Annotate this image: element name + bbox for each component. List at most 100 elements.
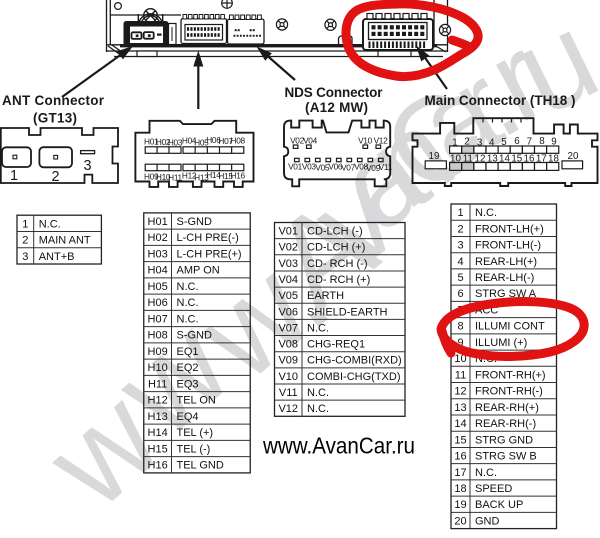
svg-text:20: 20: [568, 151, 579, 162]
svg-text:H05: H05: [148, 281, 168, 293]
svg-text:EQ1: EQ1: [177, 346, 199, 358]
svg-text:V12: V12: [278, 403, 298, 415]
svg-text:14: 14: [499, 153, 510, 164]
svg-text:ANT Connector: ANT Connector: [2, 93, 105, 108]
svg-text:COMBI-CHG(TXD): COMBI-CHG(TXD): [307, 371, 401, 383]
svg-text:ILLUMI CONT: ILLUMI CONT: [475, 321, 545, 333]
svg-text:10: 10: [454, 353, 466, 365]
svg-text:H05: H05: [194, 138, 209, 148]
svg-text:V03: V03: [278, 258, 298, 270]
svg-text:H14: H14: [148, 427, 168, 439]
svg-text:BACK UP: BACK UP: [475, 499, 523, 511]
svg-text:TEL ON: TEL ON: [177, 395, 216, 407]
svg-text:1: 1: [452, 138, 457, 149]
svg-text:18: 18: [454, 483, 466, 495]
svg-text:N.C.: N.C.: [177, 313, 199, 325]
svg-text:V07: V07: [341, 162, 356, 172]
svg-text:H06: H06: [206, 135, 221, 145]
svg-text:H04: H04: [148, 265, 168, 277]
svg-text:V08: V08: [278, 339, 298, 351]
svg-text:REAR-RH(-): REAR-RH(-): [475, 418, 536, 430]
svg-text:N.C.: N.C.: [475, 207, 497, 219]
svg-text:H01: H01: [148, 216, 168, 228]
svg-text:H08: H08: [231, 135, 246, 145]
svg-text:H03: H03: [168, 137, 183, 147]
svg-text:EQ4: EQ4: [177, 411, 199, 423]
svg-text:18: 18: [548, 153, 559, 164]
svg-text:V08: V08: [354, 162, 369, 172]
svg-text:REAR-RH(+): REAR-RH(+): [475, 402, 539, 414]
svg-text:17: 17: [454, 467, 466, 479]
svg-text:3: 3: [457, 240, 463, 252]
svg-text:FRONT-LH(-): FRONT-LH(-): [475, 240, 541, 252]
svg-text:9: 9: [551, 137, 556, 148]
svg-text:V05: V05: [278, 290, 298, 302]
svg-text:REAR-LH(-): REAR-LH(-): [475, 272, 534, 284]
svg-text:1: 1: [22, 218, 28, 230]
svg-text:19: 19: [429, 151, 440, 162]
svg-text:H15: H15: [148, 443, 168, 455]
svg-text:3: 3: [477, 138, 483, 149]
svg-text:Main Connector (TH18 ): Main Connector (TH18 ): [425, 93, 576, 108]
svg-text:H01: H01: [144, 136, 159, 146]
svg-text:2: 2: [464, 137, 469, 148]
svg-text:V09: V09: [278, 355, 298, 367]
svg-text:H02: H02: [156, 137, 171, 147]
svg-text:CD- RCH (+): CD- RCH (+): [307, 274, 370, 286]
svg-text:H12: H12: [182, 170, 197, 180]
svg-text:REAR-LH(+): REAR-LH(+): [475, 256, 537, 268]
svg-text:6: 6: [514, 136, 520, 147]
svg-text:STRG SW B: STRG SW B: [475, 451, 537, 463]
svg-text:5: 5: [501, 137, 507, 148]
svg-text:V01: V01: [278, 226, 298, 238]
svg-text:V04: V04: [278, 274, 298, 286]
svg-text:STRG GND: STRG GND: [475, 434, 533, 446]
svg-text:4: 4: [489, 138, 495, 149]
svg-text:ANT+B: ANT+B: [39, 251, 75, 263]
svg-text:MAIN ANT: MAIN ANT: [39, 235, 91, 247]
svg-text:N.C.: N.C.: [177, 297, 199, 309]
svg-text:10: 10: [450, 153, 461, 164]
svg-text:N.C.: N.C.: [307, 322, 329, 334]
svg-text:H02: H02: [148, 232, 168, 244]
svg-text:CD-LCH (+): CD-LCH (+): [307, 242, 365, 254]
svg-text:EARTH: EARTH: [307, 290, 344, 302]
svg-text:V04: V04: [303, 135, 318, 145]
svg-text:16: 16: [524, 153, 535, 164]
svg-text:20: 20: [454, 515, 466, 527]
svg-text:V09: V09: [366, 163, 381, 173]
svg-text:16: 16: [454, 451, 466, 463]
svg-text:L-CH PRE(+): L-CH PRE(+): [177, 248, 242, 260]
svg-text:(A12 MW): (A12 MW): [305, 100, 368, 115]
svg-text:H15: H15: [218, 171, 233, 181]
svg-text:www.AvanCar.ru: www.AvanCar.ru: [262, 433, 415, 459]
svg-text:NDS Connector: NDS Connector: [285, 85, 384, 100]
svg-text:ILLUMI (+): ILLUMI (+): [475, 337, 527, 349]
svg-text:S-GND: S-GND: [177, 216, 213, 228]
svg-text:FRONT-LH(+): FRONT-LH(+): [475, 223, 544, 235]
svg-text:15: 15: [454, 434, 466, 446]
svg-text:GND: GND: [475, 515, 500, 527]
svg-text:TEL GND: TEL GND: [177, 460, 224, 472]
svg-text:12: 12: [454, 386, 466, 398]
svg-text:8: 8: [457, 321, 463, 333]
svg-text:V02: V02: [290, 135, 305, 145]
svg-text:13: 13: [487, 153, 498, 164]
svg-text:2: 2: [51, 169, 59, 185]
svg-text:SHIELD-EARTH: SHIELD-EARTH: [307, 306, 388, 318]
svg-text:H16: H16: [148, 460, 168, 472]
svg-text:TEL (-): TEL (-): [177, 443, 211, 455]
svg-text:17: 17: [536, 153, 547, 164]
svg-text:V10: V10: [358, 135, 373, 145]
svg-text:3: 3: [83, 158, 91, 174]
svg-text:H07: H07: [148, 313, 168, 325]
svg-text:FRONT-RH(+): FRONT-RH(+): [475, 369, 546, 381]
svg-text:TEL (+): TEL (+): [177, 427, 214, 439]
svg-text:V11: V11: [279, 387, 298, 399]
svg-text:H13: H13: [194, 173, 209, 183]
svg-text:N.C.: N.C.: [307, 403, 329, 415]
svg-text:H03: H03: [148, 248, 168, 260]
svg-text:1: 1: [457, 207, 463, 219]
svg-text:N.C.: N.C.: [177, 281, 199, 293]
svg-text:(GT13): (GT13): [33, 111, 77, 126]
